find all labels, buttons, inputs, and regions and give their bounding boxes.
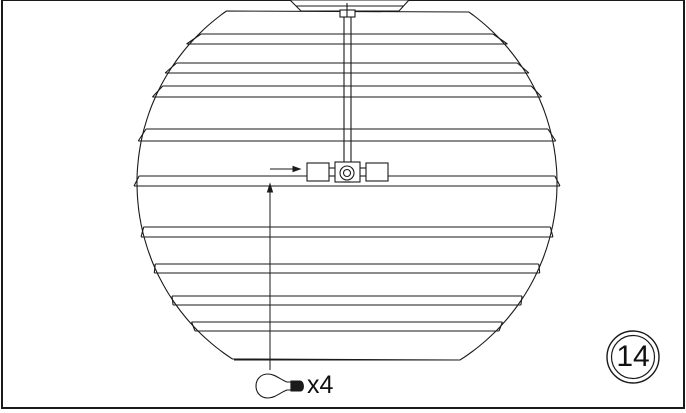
shade-band-edge <box>538 263 541 274</box>
insert-arrow-icon <box>270 165 302 173</box>
shade-band-edge <box>498 321 503 332</box>
shade-band-edge <box>549 226 554 238</box>
shade-band-edge <box>191 321 196 332</box>
shade-band-edge <box>516 62 530 74</box>
suspension-rod <box>339 3 356 163</box>
shade-band-edge <box>554 175 561 187</box>
shade-band-edge <box>492 33 508 45</box>
ceiling-canopy <box>289 0 410 12</box>
pendant-lamp-shade-icon <box>133 10 561 361</box>
insert-arrow-icon <box>266 182 274 370</box>
shade-band-edge <box>153 263 156 274</box>
socket-hub <box>306 161 389 183</box>
shade-band-edge <box>137 128 147 142</box>
shade-band-edge <box>152 85 164 98</box>
shade-band-edge <box>186 33 202 45</box>
step-badge <box>606 330 660 384</box>
shade-band-edge <box>171 295 174 306</box>
step-number: 14 <box>616 340 650 373</box>
shade-band-edge <box>530 85 542 98</box>
shade-band-edge <box>520 295 523 306</box>
light-bulb-icon <box>255 373 304 399</box>
shade-band-edge <box>547 128 557 142</box>
bulb-quantity-label: x4 <box>307 371 334 399</box>
shade-band-edge <box>164 62 178 74</box>
shade-band-edge <box>140 226 145 238</box>
shade-band-edge <box>133 175 140 187</box>
